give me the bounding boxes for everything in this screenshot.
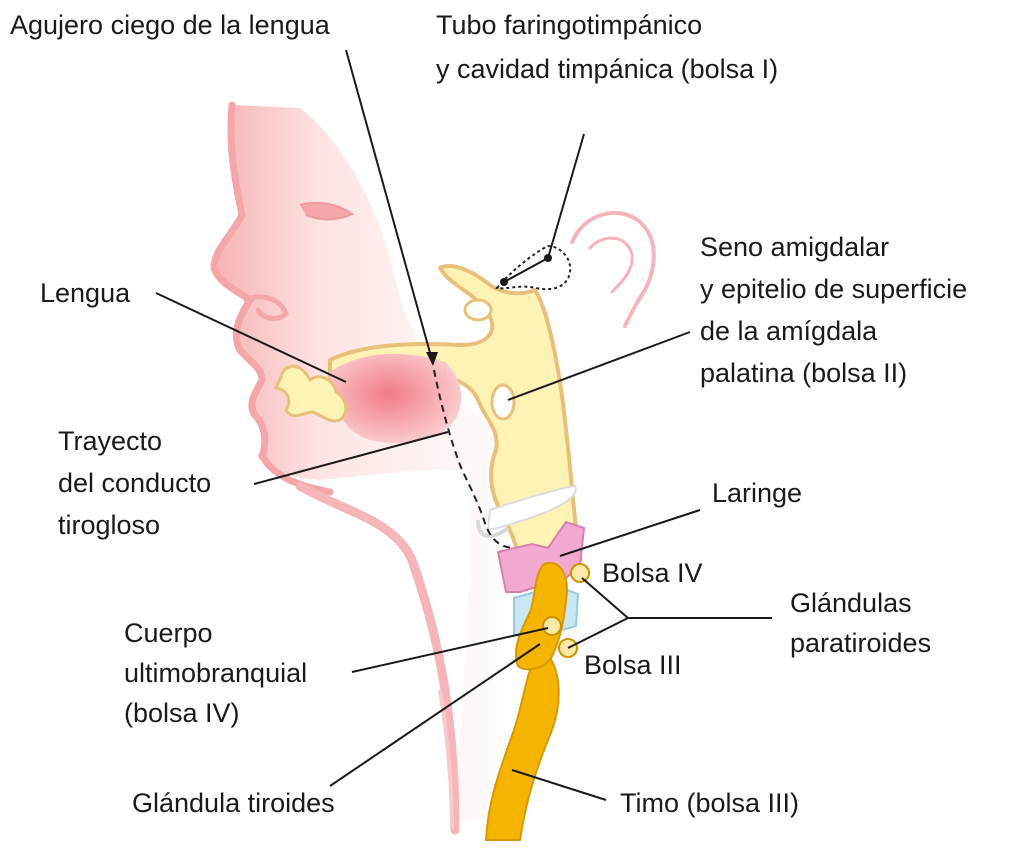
parathyroid-iv <box>571 564 589 582</box>
label-pouch-iv: Bolsa IV <box>602 556 703 590</box>
label-larynx: Laringe <box>712 476 802 510</box>
ultimobranchial-body <box>543 617 561 635</box>
face-profile <box>214 105 520 820</box>
label-thyroglossal-line1: Trayecto <box>58 424 162 458</box>
label-tonsil-line4: palatina (bolsa II) <box>700 356 907 390</box>
tympanic-pouch-opening <box>465 300 491 320</box>
label-thyroglossal-line3: tirogloso <box>58 508 160 542</box>
label-thyroglossal-line2: del conducto <box>58 466 211 500</box>
label-tonsil-line3: de la amígdala <box>700 314 877 348</box>
ear <box>572 213 654 326</box>
label-tube-line1: Tubo faringotimpánico <box>436 8 702 42</box>
label-ultimobranchial-line2: ultimobranquial <box>124 656 307 690</box>
label-tonsil-line1: Seno amigdalar <box>700 230 889 264</box>
head-silhouette <box>214 105 654 830</box>
label-ultimobranchial-line1: Cuerpo <box>124 616 213 650</box>
leader-tube-dot2 <box>500 278 508 286</box>
label-parathyroid-line1: Glándulas <box>790 586 912 620</box>
label-tongue: Lengua <box>40 276 130 310</box>
leader-tube-dot1 <box>544 254 552 262</box>
pharyngotympanic-tube-outline <box>497 246 570 289</box>
leader-tube <box>548 134 584 258</box>
label-thymus: Timo (bolsa III) <box>620 786 799 820</box>
ear-inner <box>590 238 632 292</box>
palatine-tonsil-sinus <box>492 385 514 419</box>
label-foramen-cecum: Agujero ciego de la lengua <box>10 8 330 42</box>
label-tube-line2: y cavidad timpánica (bolsa I) <box>436 52 778 86</box>
label-tonsil-line2: y epitelio de superficie <box>700 272 967 306</box>
label-parathyroid-line2: paratiroides <box>790 626 931 660</box>
label-thyroid: Glándula tiroides <box>132 786 335 820</box>
label-pouch-iii: Bolsa III <box>584 648 682 682</box>
label-ultimobranchial-line3: (bolsa IV) <box>124 696 240 730</box>
leader-tube-inner <box>504 258 548 282</box>
neck-front-line <box>300 486 455 830</box>
